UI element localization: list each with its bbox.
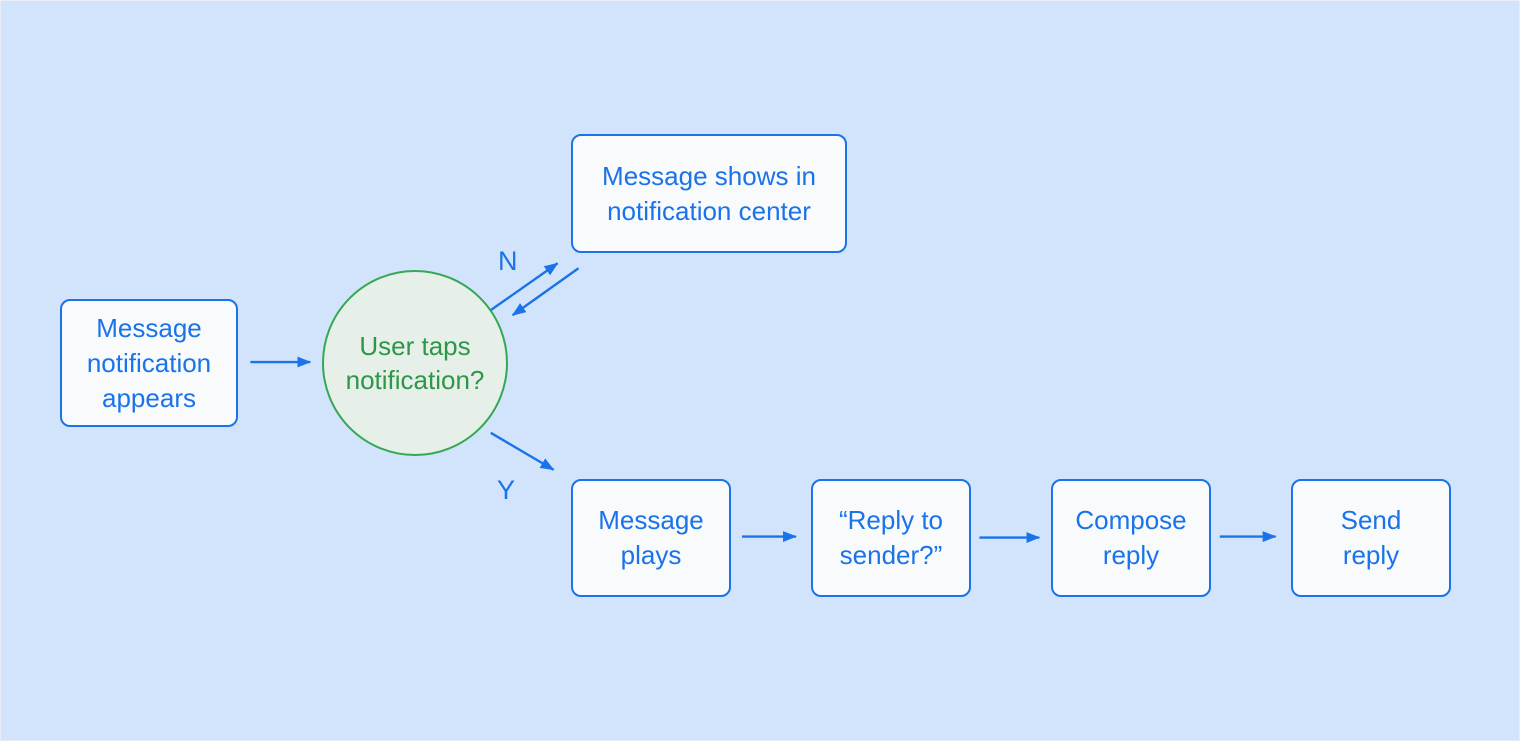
node-message-notification-appears: Message notification appears xyxy=(60,299,238,427)
edge-label-no: N xyxy=(498,246,518,276)
node-message-plays: Message plays xyxy=(571,479,731,597)
arrow-notification-center-to-decision xyxy=(511,267,580,317)
node-message-shows-in-notification-center: Message shows in notification center xyxy=(571,134,847,253)
node-send-reply: Send reply xyxy=(1291,479,1451,597)
node-compose-reply: Compose reply xyxy=(1051,479,1211,597)
node-user-taps-notification: User taps notification? xyxy=(322,270,508,456)
node-reply-to-sender: “Reply to sender?” xyxy=(811,479,971,597)
edge-label-yes: Y xyxy=(497,475,516,505)
arrow-decision-to-message-plays xyxy=(490,431,555,471)
